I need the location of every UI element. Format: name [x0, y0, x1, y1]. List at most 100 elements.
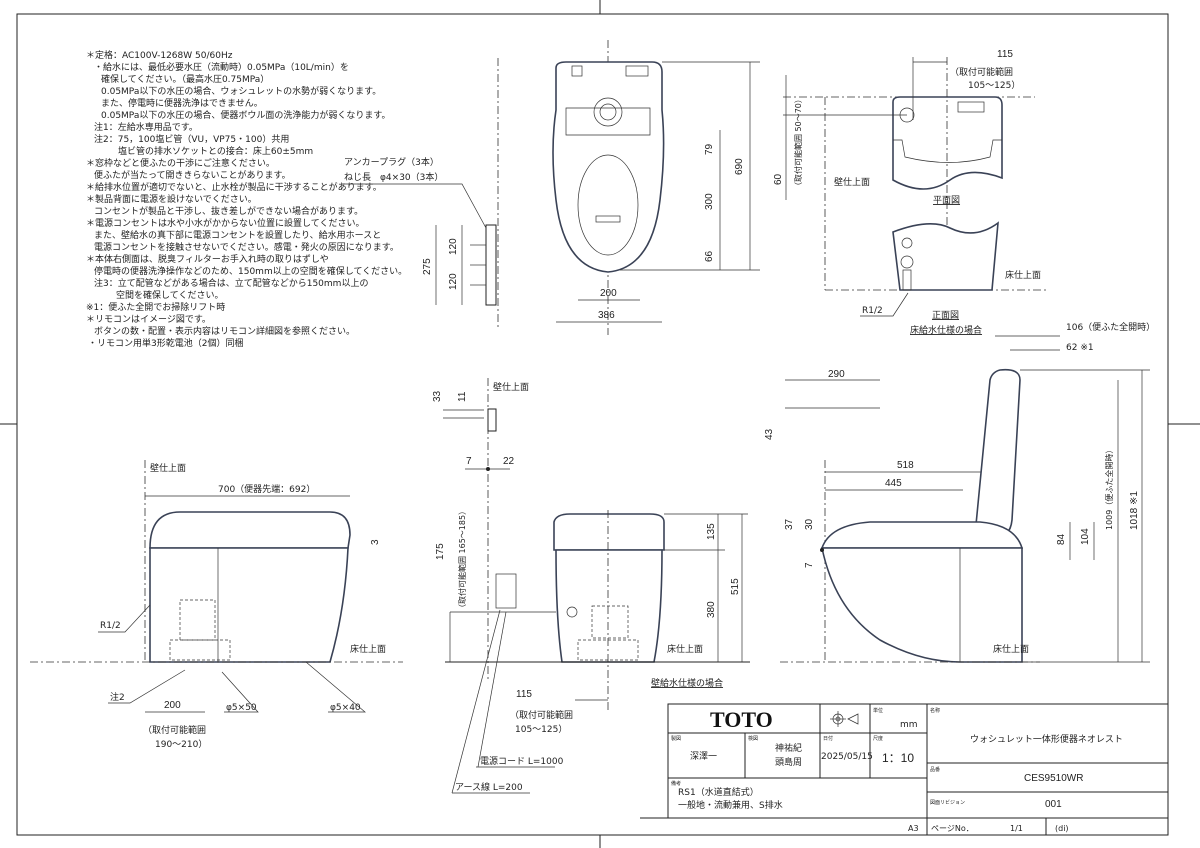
front-view-subtitle: 床給水仕様の場合 — [910, 324, 982, 336]
dim-30: 30 — [804, 518, 815, 530]
earth-wire-label: アース線 L=200 — [455, 781, 523, 793]
dim-515: 515 — [730, 578, 741, 595]
dim-7: 7 — [466, 456, 472, 467]
anchor-label: ねじ長 φ4×30（3本） — [344, 171, 443, 183]
floor-finish-label: 床仕上面 — [667, 643, 703, 655]
power-cord-label: 電源コード L=1000 — [480, 756, 564, 767]
page-number: 1/1 — [1010, 824, 1023, 833]
dim-104: 104 — [1080, 528, 1091, 545]
toto-logo: TOTO — [710, 707, 773, 732]
date-label: 日付 — [823, 735, 833, 742]
dim-120: 120 — [448, 238, 459, 255]
dim-290: 290 — [828, 369, 845, 380]
note-line: ・給水には、最低必要水圧（流動時）0.05MPa（10L/min）を — [94, 61, 349, 73]
scale-value: 1：10 — [882, 751, 914, 765]
dim-66: 66 — [704, 250, 715, 262]
page-mark: (di) — [1055, 824, 1069, 833]
model-number: CES9510WR — [1024, 773, 1083, 784]
notes-block: ＊定格：AC100V-1268W 50/60Hz ・給水には、最低必要水圧（流動… — [86, 49, 407, 349]
r12-label: R1/2 — [100, 621, 121, 631]
note-line: 確保してください。（最高水圧0.75MPa） — [101, 73, 269, 85]
dim-690: 690 — [734, 158, 745, 175]
note-line: 電源コンセントを接触させないでください。感電・発火の原因になります。 — [94, 241, 399, 253]
range-label: 105～125） — [515, 724, 567, 735]
note-line: ＊電源コンセントは水や小水がかからない位置に設置してください。 — [86, 217, 364, 229]
note-line: 便ふたが当たって開ききらないことがあります。 — [94, 169, 291, 181]
wall-finish-label: 壁仕上面 — [834, 176, 870, 188]
note-line: ＊本体右側面は、脱臭フィルターお手入れ時の取りはずしや — [86, 253, 329, 265]
dim-22: 22 — [503, 456, 515, 467]
range-label: （取付可能範囲 — [510, 709, 573, 721]
floor-finish-label: 床仕上面 — [350, 643, 386, 655]
plan-view: 115 （取付可能範囲 105～125） 60 （取付可能範囲 50～70） 壁… — [773, 49, 1048, 336]
side-view-left: 壁仕上面 700（便器先端：692） 床仕上面 3 R1/2 注2 200 （取… — [30, 460, 403, 750]
dim-120: 120 — [448, 273, 459, 290]
note-line: 0.05MPa以下の水圧の場合、ウォシュレットの水勢が弱くなります。 — [101, 85, 381, 97]
dim-106: 106（便ふた全開時） — [1066, 321, 1155, 333]
model-label: 品番 — [930, 766, 940, 773]
dim-175: 175 — [435, 543, 446, 560]
floor-finish-label: 床仕上面 — [993, 643, 1029, 655]
note-line: 塩ビ管の排水ソケットとの接合：床上60±5mm — [118, 145, 313, 157]
checked-by: 神祐紀 — [775, 742, 802, 754]
date-value: 2025/05/15 — [821, 752, 873, 762]
paper-size: A3 — [908, 824, 919, 833]
r12-label: R1/2 — [862, 306, 883, 316]
dim-62: 62 ※1 — [1066, 343, 1094, 353]
plan-view-title: 平面図 — [933, 195, 960, 206]
dim-33: 33 — [432, 390, 443, 402]
note-line: ボタンの数・配置・表示内容はリモコン詳細図を参照ください。 — [94, 325, 355, 337]
scale-label: 尺度 — [873, 735, 883, 742]
drawn-by: 深澤一 — [690, 751, 717, 762]
remarks-label: 備考 — [671, 780, 681, 787]
range-label: （取付可能範囲 — [143, 724, 206, 736]
note-line: ＊窓枠などと便ふたの干渉にご注意ください。 — [86, 157, 275, 169]
dim-200: 200 — [164, 700, 181, 711]
wall-finish-label: 壁仕上面 — [493, 381, 529, 393]
product-name: ウォシュレット一体形便器ネオレスト — [970, 733, 1123, 745]
note-line: ※1：便ふた全開でお掃除リフト時 — [86, 301, 225, 313]
dim-84: 84 — [1056, 533, 1067, 545]
note-line: 0.05MPa以下の水圧の場合、便器ボウル面の洗浄能力が弱くなります。 — [101, 109, 390, 121]
dim-115: 115 — [997, 49, 1013, 60]
dim-445: 445 — [885, 478, 902, 489]
dim-79: 79 — [704, 143, 715, 155]
range-label-vertical: （取付可能範囲 50～70） — [793, 95, 803, 190]
drawn-label: 製図 — [671, 735, 681, 742]
note-line: ＊製品背面に電源を設けないでください。 — [86, 193, 257, 205]
wall-finish-label: 壁仕上面 — [150, 462, 186, 474]
note-line: また、壁給水の真下部に電源コンセントを設置したり、給水用ホースと — [94, 229, 381, 241]
note-line: 停電時の便器洗浄操作などのため、150mm以上の空間を確保してください。 — [94, 265, 407, 277]
dim-275: 275 — [422, 258, 433, 275]
revision-value: 001 — [1045, 799, 1062, 810]
remote-detail: 壁仕上面 33 11 7 22 — [432, 378, 529, 680]
dim-380: 380 — [706, 601, 717, 618]
note-line: 注1：左給水専用品です。 — [94, 121, 198, 133]
side-view-right: 290 43 106（便ふた全開時） 62 ※1 518 445 床仕上面 37… — [764, 321, 1155, 663]
top-view: アンカープラグ（3本） ねじ長 φ4×30（3本） 79 300 66 690 … — [342, 40, 760, 335]
note-line: ＊定格：AC100V-1268W 50/60Hz — [86, 49, 233, 61]
unit-label: 単位 — [873, 707, 883, 714]
checked-label: 検図 — [748, 735, 758, 742]
dim-11: 11 — [457, 391, 468, 402]
note-line: コンセントが製品と干渉し、抜き差しができない場合があります。 — [94, 205, 363, 217]
dim-135: 135 — [706, 523, 717, 540]
page-label: ページNo． — [931, 824, 974, 833]
dim-386: 386 — [598, 310, 615, 321]
note2-label: 注2 — [110, 691, 125, 703]
wall-supply-label: 壁給水仕様の場合 — [651, 677, 723, 689]
dim-700: 700（便器先端：692） — [218, 483, 315, 495]
dim-300: 300 — [704, 193, 715, 210]
range-label-vertical: （取付可能範囲 165～185） — [457, 507, 467, 612]
range-label: 190～210） — [155, 739, 207, 750]
front-view: 175 （取付可能範囲 165～185） 135 380 515 床仕上面 壁給… — [435, 507, 750, 794]
remarks-text: 一般地・流動兼用、S排水 — [678, 799, 783, 811]
range-label: 105～125） — [968, 80, 1020, 91]
remarks-text: RS1（水道直結式） — [678, 786, 759, 798]
revision-label: 図面リビジョン — [930, 799, 965, 806]
unit-value: mm — [900, 720, 918, 730]
dim-518: 518 — [897, 460, 914, 471]
dim-60: 60 — [773, 173, 784, 185]
dim-1009: 1009（便ふた全開時） — [1104, 446, 1114, 530]
